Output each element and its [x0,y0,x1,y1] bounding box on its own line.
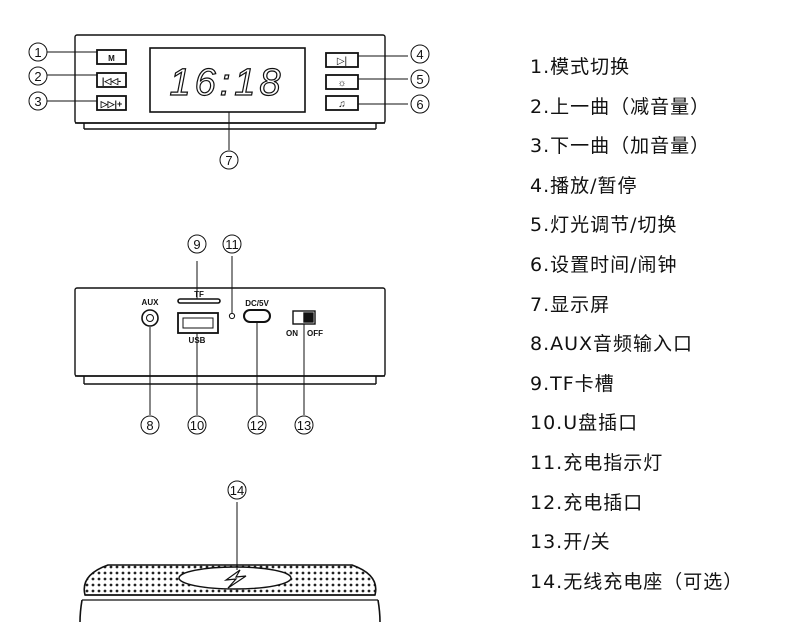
callout-8: 8 [146,418,153,433]
clock-digits: 16:18 [169,62,284,104]
callout-1: 1 [34,45,41,60]
off-label: OFF [307,329,323,338]
callout-2: 2 [34,69,41,84]
aux-label: AUX [142,298,160,307]
legend-item: 9.TF卡槽 [530,372,615,395]
legend-item: 6.设置时间/闹钟 [530,253,678,276]
top-view: 14 [79,480,381,622]
back-labels: AUX TF USB DC/5V ON OFF [142,290,324,345]
mode-button-label: M [108,54,115,63]
light-button [325,74,359,90]
mode-button [96,49,127,65]
callout-3: 3 [34,94,41,109]
dc-port [243,309,271,323]
usb-label: USB [189,336,206,345]
product-diagram: 16:18 M |◁◁- ▷▷|+ ▷| ☼ ♫ 1 2 3 4 [28,34,430,622]
legend-item: 12.充电插口 [530,491,644,514]
play-pause-button [325,52,359,68]
legend-item: 13.开/关 [530,531,611,554]
front-callouts: 1 2 3 4 5 6 7 [28,42,430,170]
legend-item: 1.模式切换 [530,56,631,78]
light-icon: ☼ [337,78,346,89]
dc-label: DC/5V [245,299,269,308]
legend-item: 10.U盘插口 [530,412,639,435]
back-view [74,256,386,415]
legend-item: 5.灯光调节/切换 [530,214,678,237]
callout-11: 11 [225,237,239,252]
front-view: 16:18 M |◁◁- ▷▷|+ ▷| ☼ ♫ [47,34,408,150]
callout-10: 10 [190,418,204,433]
alarm-button [325,95,359,111]
callout-7: 7 [225,153,232,168]
legend-item: 3.下一曲（加音量） [530,135,711,158]
legend-item: 14.无线充电座（可选） [530,570,744,593]
legend-item: 4.播放/暂停 [530,174,638,197]
usb-port [177,312,219,334]
back-body [74,287,386,377]
charge-led [228,312,236,320]
next-button [96,95,127,111]
callout-9: 9 [193,237,200,252]
legend-item: 7.显示屏 [530,293,611,316]
tf-slot [177,298,221,304]
play-pause-icon: ▷| [337,56,347,67]
legend-item: 2.上一曲（减音量） [530,95,711,118]
display-screen [149,47,306,113]
prev-icon: |◁◁- [102,76,121,86]
prev-button [96,72,127,88]
legend-item: 11.充电指示灯 [530,451,664,474]
callout-13: 13 [297,418,311,433]
legend-list: 1.模式切换 2.上一曲（减音量） 3.下一曲（加音量） 4.播放/暂停 5.灯… [530,48,743,602]
tf-label: TF [194,290,204,299]
callout-14: 14 [230,483,244,498]
callout-6: 6 [416,97,423,112]
legend-item: 8.AUX音频输入口 [530,333,694,356]
callout-12: 12 [250,418,264,433]
back-callouts: 9 11 8 10 12 13 [140,234,314,435]
lightning-icon [223,569,247,589]
callout-4: 4 [416,47,423,62]
bell-icon: ♫ [338,99,346,110]
callout-5: 5 [416,72,423,87]
on-label: ON [286,329,298,338]
next-icon: ▷▷|+ [100,99,123,109]
aux-jack [141,309,159,327]
